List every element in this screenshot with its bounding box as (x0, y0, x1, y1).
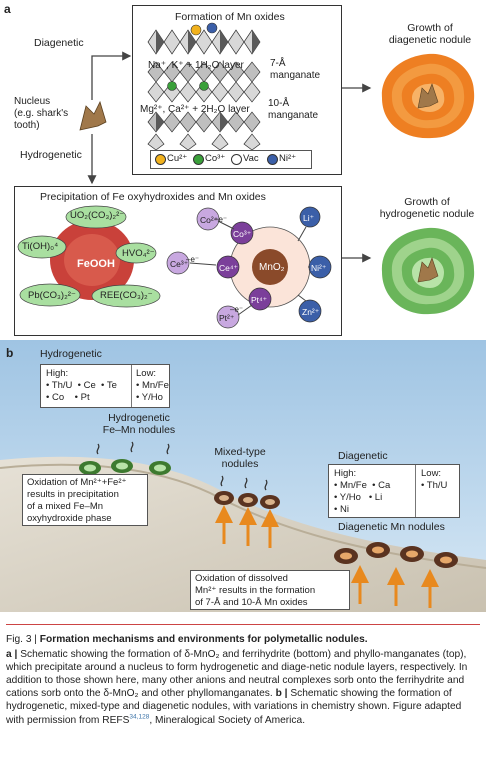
feooh-label: FeOOH (77, 258, 115, 270)
hydro-low-label: Low: (136, 368, 157, 379)
diag-high-item: • Ni (334, 504, 349, 515)
diagenetic-nodule-icon (381, 53, 475, 139)
label-b-diagenetic: Diagenetic (338, 450, 388, 462)
note-line: oxyhydroxide phase (27, 513, 112, 524)
diag-low-label: Low: (421, 468, 442, 479)
note-line: of 7-Å and 10-Å Mn oxides (195, 597, 308, 608)
ion-uo2: UO₂(CO₃)₂²⁻ (70, 210, 125, 221)
shark-tooth-icon (79, 100, 107, 131)
hydro-high-label: High: (46, 368, 69, 379)
caption-a-text: Schematic showing the formation of δ-MnO… (6, 649, 468, 700)
ion-pbco3: Pb(CO₃)₂²⁻ (28, 290, 76, 301)
diagenetic-nodules-icons (334, 542, 458, 608)
fe-oxidation-note: Oxidation of Mn²⁺+Fe²⁺ results in precip… (22, 474, 148, 526)
legend-ni: Ni²⁺ (279, 153, 297, 164)
electron-transfer-3: –e⁻ (230, 305, 244, 314)
ion-ce3: Ce³⁺ (170, 259, 189, 269)
hydro-low-item: • Mn/Fe (136, 380, 169, 391)
note-line: Oxidation of dissolved (195, 573, 288, 584)
ion-hvo4: HVO₄²⁻ (122, 248, 155, 259)
diagenetic-nodules-label: Diagenetic Mn nodules (338, 521, 445, 533)
hydrogenetic-nodule-icon (381, 227, 475, 315)
ion-reeco3: REE(CO₃)₂⁻ (100, 290, 153, 301)
hydrogenetic-chemistry-box: High: • Th/U • Ce • Te • Co • Pt Low: • … (40, 364, 170, 408)
caption-b-tail: , Mineralogical Society of America. (149, 714, 306, 726)
mixed-nodules-icons (214, 475, 280, 548)
caption-fig-number: Fig. 3 | (6, 634, 40, 645)
ion-ce4: Ce⁴⁺ (219, 263, 239, 273)
ion-pt4: Pt⁴⁺ (251, 295, 268, 305)
panel-a-connectors (87, 51, 372, 263)
caption-b-text: Schematic showing the formation of hydro… (6, 688, 462, 726)
ion-ni: Ni²⁺ (311, 263, 327, 273)
caption-rule (6, 624, 480, 625)
hydrogenetic-nodules-icons (79, 441, 171, 475)
ion-li: Li⁺ (303, 213, 315, 223)
layer-10a-ions: Mg²⁺, Ca²⁺ + 2H₂O layer (140, 104, 250, 115)
note-line: Oxidation of Mn²⁺+Fe²⁺ (27, 477, 127, 488)
divider (415, 465, 416, 517)
caption-title: Formation mechanisms and environments fo… (39, 634, 368, 645)
fe-mn-sorption-diagram (17, 205, 332, 329)
hydro-high-item: • Co • Pt (46, 392, 90, 403)
caption-refs[interactable]: 34,128 (129, 713, 150, 721)
figure-caption: Fig. 3 | Formation mechanisms and enviro… (6, 633, 480, 727)
label-b-hydrogenetic: Hydrogenetic (40, 348, 102, 360)
diag-high-item: • Y/Ho • Li (334, 492, 383, 503)
ion-tioh: Ti(OH)₀⁴ (22, 241, 59, 252)
ion-pt2: Pt²⁺ (219, 313, 235, 323)
caption-a-label: a | (6, 649, 21, 661)
divider (131, 365, 132, 407)
arrow-to-mn-oxides (91, 51, 132, 100)
hydro-low-item: • Y/Ho (136, 392, 163, 403)
note-line: results in precipitation (27, 489, 119, 500)
label-diagenetic: Diagenetic (34, 37, 84, 49)
diagenetic-chemistry-box: High: • Mn/Fe • Ca • Y/Ho • Li • Ni Low:… (328, 464, 460, 518)
note-line: Mn²⁺ results in the formation (195, 585, 316, 596)
ion-co2: Co²⁺ (200, 215, 219, 225)
legend-cu: Cu²⁺ (167, 153, 188, 164)
fe-precipitation-title: Precipitation of Fe oxyhydroxides and Mn… (40, 191, 266, 203)
cu-swatch (155, 154, 166, 165)
vac-swatch (231, 154, 242, 165)
ni-swatch (267, 154, 278, 165)
ion-legend: Cu²⁺ Co³⁺ Vac Ni²⁺ (150, 150, 312, 169)
diag-high-item: • Mn/Fe • Ca (334, 480, 391, 491)
diag-high-label: High: (334, 468, 357, 479)
ion-zn: Zn²⁺ (302, 307, 320, 317)
caption-b-label: b | (272, 688, 291, 700)
hydro-high-item: • Th/U • Ce • Te (46, 380, 117, 391)
panel-b-letter: b (6, 346, 14, 360)
panel-a-letter: a (4, 2, 11, 16)
ion-co3: Co³⁺ (233, 229, 252, 239)
label-nucleus: Nucleus (e.g. shark's tooth) (14, 96, 69, 131)
phyllomanganate-layers (147, 22, 261, 150)
diag-low-item: • Th/U (421, 480, 448, 491)
co-swatch (193, 154, 204, 165)
layer-7a-ions: Na⁺, K⁺ + 1H₂O layer (148, 60, 244, 71)
legend-vac: Vac (243, 153, 259, 164)
legend-co: Co³⁺ (205, 153, 226, 164)
electron-transfer-2: –e⁻ (186, 255, 200, 264)
mno2-label: MnO₂ (259, 262, 285, 273)
note-line: of a mixed Fe–Mn (27, 501, 104, 512)
mn-oxides-title: Formation of Mn oxides (175, 11, 285, 23)
label-hydrogenetic: Hydrogenetic (20, 149, 82, 161)
electron-transfer-1: –e⁻ (214, 215, 228, 224)
mn-oxidation-note: Oxidation of dissolved Mn²⁺ results in t… (190, 570, 350, 610)
